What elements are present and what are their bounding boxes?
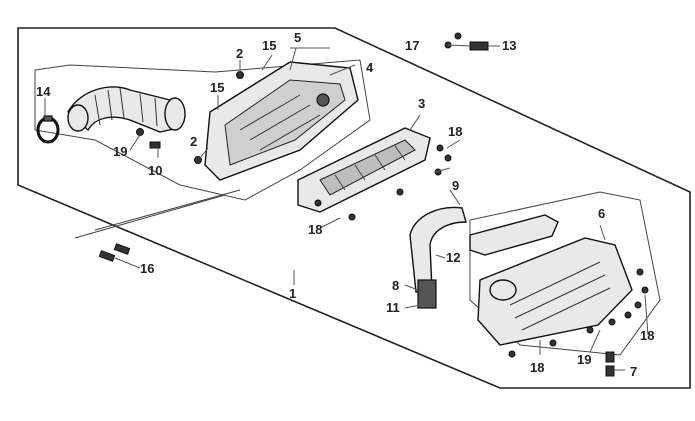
callout-18-right: 18 xyxy=(640,328,654,343)
callout-13: 13 xyxy=(502,38,516,53)
callout-15-left: 15 xyxy=(210,80,224,95)
callout-19-left: 19 xyxy=(113,144,127,159)
callout-2-top: 2 xyxy=(236,46,243,61)
callout-14: 14 xyxy=(36,84,51,99)
callout-4: 4 xyxy=(366,60,374,75)
callout-2-mid: 2 xyxy=(190,134,197,149)
callout-18-lower: 18 xyxy=(308,222,322,237)
callout-5: 5 xyxy=(294,30,301,45)
callout-1: 1 xyxy=(289,286,296,301)
callout-9: 9 xyxy=(452,178,459,193)
callout-15-top: 15 xyxy=(262,38,276,53)
callout-16: 16 xyxy=(140,261,154,276)
callout-18-bottom: 18 xyxy=(530,360,544,375)
elbow-pipe-icon xyxy=(409,206,467,309)
hose-icon xyxy=(67,86,186,133)
callout-10: 10 xyxy=(148,163,162,178)
leader-lines xyxy=(44,44,649,371)
air-box-case-icon xyxy=(477,237,633,346)
callout-labels: 1 2 2 3 4 5 6 7 8 9 10 11 12 13 14 15 15… xyxy=(36,30,654,379)
filter-element-icon xyxy=(297,127,431,213)
callout-12: 12 xyxy=(446,250,460,265)
clamp-icon xyxy=(36,115,60,144)
cover-plate-icon xyxy=(204,61,359,181)
bolt-icon xyxy=(98,32,649,377)
callout-17: 17 xyxy=(405,38,419,53)
guide-line-b xyxy=(94,189,241,231)
callout-6: 6 xyxy=(598,206,605,221)
callout-19-right: 19 xyxy=(577,352,591,367)
callout-8: 8 xyxy=(392,278,399,293)
guide-line-a xyxy=(74,194,226,239)
assembly-outline xyxy=(17,27,691,389)
callout-3: 3 xyxy=(418,96,425,111)
sub-group-front xyxy=(34,59,371,201)
callout-18-filter: 18 xyxy=(448,124,462,139)
snorkel-icon xyxy=(469,214,559,256)
callout-11: 11 xyxy=(386,300,400,315)
callout-7: 7 xyxy=(630,364,637,379)
